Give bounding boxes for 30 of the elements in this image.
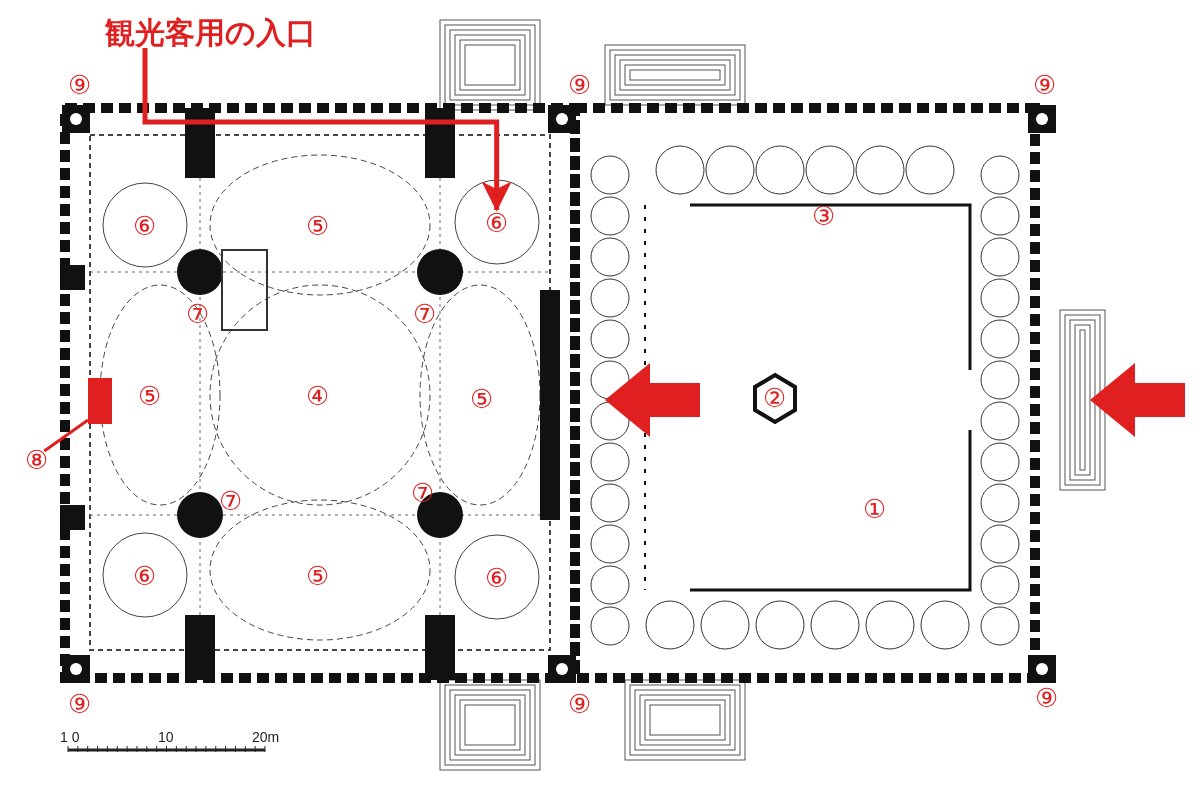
callout-number: ⑤ [138, 383, 162, 409]
scale-label: 10 [158, 730, 174, 744]
entrance-title: 観光客用の入口 [105, 18, 316, 48]
callout-number: ⑥ [133, 213, 157, 239]
callout-number: ⑥ [485, 565, 509, 591]
scale-label: 1 0 [60, 730, 80, 744]
leader-line [43, 418, 89, 453]
callout-number: ⑤ [470, 386, 494, 412]
callout-number: ⑤ [306, 563, 330, 589]
callout-number: ④ [306, 383, 330, 409]
callout-number: ⑦ [413, 301, 437, 327]
callout-number: ② [763, 385, 787, 411]
callout-number: ⑨ [568, 691, 592, 717]
callout-number: ⑨ [1035, 685, 1059, 711]
leader-line [142, 48, 512, 212]
callout-number: ③ [812, 203, 836, 229]
callout-number: ① [863, 496, 887, 522]
callout-number: ⑦ [186, 301, 210, 327]
callout-number: ⑦ [411, 480, 435, 506]
callout-number: ⑦ [219, 488, 243, 514]
callout-number: ⑧ [25, 447, 49, 473]
scale-label: 20m [252, 730, 280, 744]
callout-number: ⑨ [68, 72, 92, 98]
callout-number: ⑤ [306, 213, 330, 239]
callout-number: ⑥ [485, 210, 509, 236]
callout-number: ⑥ [133, 563, 157, 589]
mihrab-marker [88, 378, 112, 424]
callout-number: ⑨ [68, 691, 92, 717]
callout-number: ⑨ [568, 72, 592, 98]
callout-number: ⑨ [1033, 72, 1057, 98]
